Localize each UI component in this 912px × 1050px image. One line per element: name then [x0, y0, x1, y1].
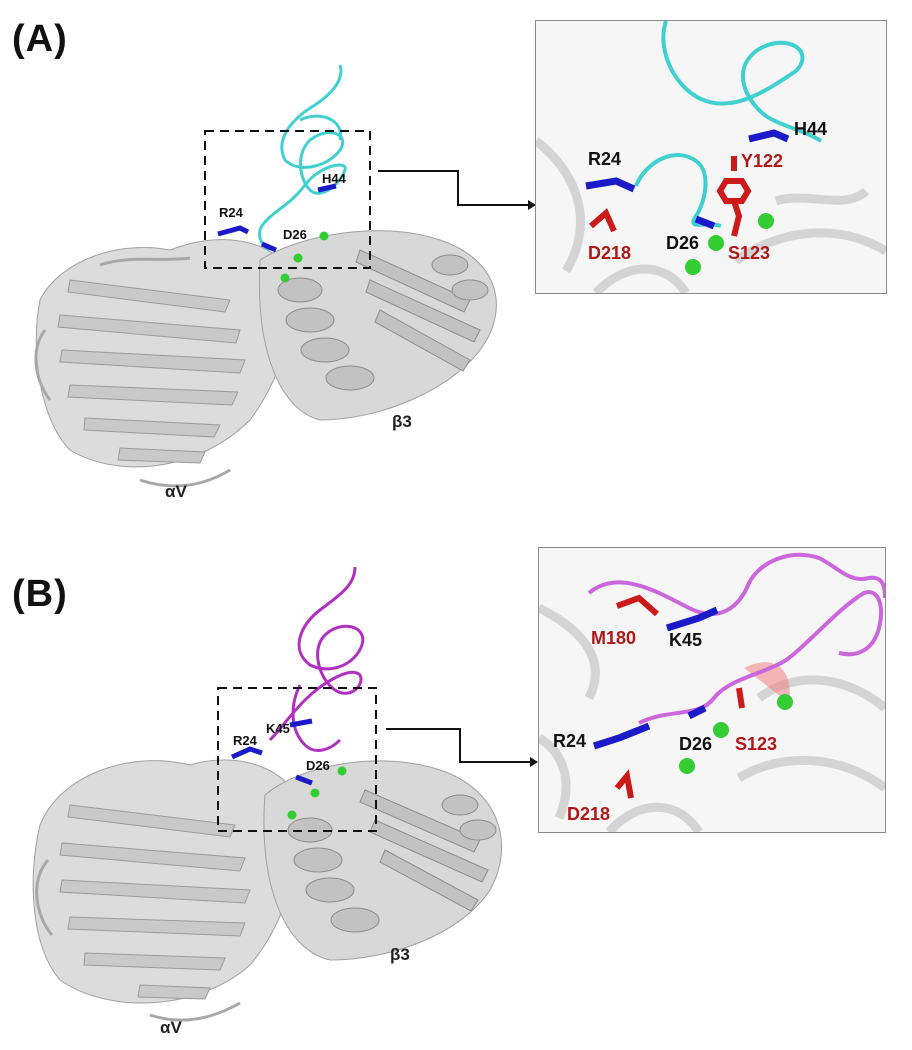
- zoom-region-box: [217, 687, 377, 832]
- metal-ion-2: [293, 253, 303, 263]
- zoom-ligand-ribbon: [634, 21, 823, 228]
- zoom-connector-arrowhead: [530, 757, 538, 767]
- zoom-label-s123: S123: [728, 243, 771, 263]
- zoom-connector-arrowhead: [528, 200, 536, 210]
- zoom-label-d26: D26: [679, 734, 713, 754]
- residue-k45-stick: [289, 718, 313, 728]
- zoom-residue-d26: [694, 215, 716, 230]
- zoom-residue-r24: [592, 722, 651, 750]
- residue-d26-stick: [261, 241, 277, 253]
- zoom-metal-ion-2: [713, 722, 729, 738]
- zoom-label-h44: H44: [794, 119, 828, 139]
- zoom-label-m180: M180: [591, 628, 637, 648]
- beta-3-chain-ribbon: [263, 760, 503, 961]
- zoom-residue-s123: [736, 687, 745, 709]
- zoom-inset-a-figure: [536, 21, 886, 293]
- ligand-ribbon: [258, 64, 347, 252]
- panel-a-letter: (A): [12, 18, 68, 60]
- zoom-label-r24: R24: [588, 149, 622, 169]
- zoom-residue-r24: [585, 177, 636, 193]
- zoom-metal-ion-1: [758, 213, 774, 229]
- metal-ion-3: [287, 810, 297, 820]
- metal-ion-1: [319, 231, 329, 241]
- residue-h44-stick: [317, 183, 337, 193]
- overview-label-r24: R24: [233, 733, 257, 748]
- zoom-label-d218: D218: [588, 243, 632, 263]
- chain-label-beta-3: β3: [392, 412, 412, 431]
- zoom-region-box: [204, 130, 371, 269]
- zoom-ligand-ribbon: [587, 552, 885, 725]
- overview-label-d26: D26: [306, 758, 330, 773]
- zoom-inset-b-figure: [539, 552, 885, 832]
- metal-ion-1: [337, 766, 347, 776]
- zoom-label-d26: D26: [666, 233, 700, 253]
- zoom-label-k45: K45: [669, 630, 703, 650]
- zoom-inset-a: R24 H44 Y122 D218 D26 S123: [535, 20, 887, 294]
- metal-ion-2: [310, 788, 320, 798]
- zoom-connector-line: [386, 728, 530, 763]
- alpha-v-chain-ribbon: [34, 239, 294, 488]
- zoom-metal-ion-1: [777, 694, 793, 710]
- overview-label-k45: K45: [266, 721, 290, 736]
- zoom-residue-h44: [748, 129, 790, 143]
- zoom-connector-line: [378, 170, 528, 206]
- ligand-ribbon: [268, 566, 365, 752]
- overview-label-r24: R24: [219, 205, 243, 220]
- chain-label-beta-3: β3: [390, 945, 410, 964]
- residue-r24-stick: [217, 225, 250, 237]
- panel-b-letter: (B): [12, 573, 68, 615]
- zoom-residue-m180: [615, 594, 659, 617]
- zoom-residue-y122: [716, 156, 752, 237]
- zoom-label-d218: D218: [567, 804, 611, 824]
- panel-a: (A): [12, 18, 887, 501]
- residue-r24-stick: [230, 746, 263, 760]
- zoom-metal-ion-3: [685, 259, 701, 275]
- overview-label-h44: H44: [322, 171, 346, 186]
- beta-3-chain-ribbon: [258, 230, 497, 421]
- zoom-metal-ion-3: [679, 758, 695, 774]
- zoom-residue-d26: [687, 704, 707, 720]
- panel-b-structure-figure: [32, 566, 538, 1022]
- zoom-label-y122: Y122: [741, 151, 784, 171]
- zoom-background-ribbon: [536, 137, 886, 293]
- zoom-inset-b: M180 K45 R24 D26 S123 D218: [538, 547, 886, 833]
- zoom-residue-d218: [614, 769, 634, 799]
- zoom-label-s123: S123: [735, 734, 778, 754]
- zoom-metal-ion-2: [708, 235, 724, 251]
- zoom-residue-d218: [589, 208, 617, 233]
- chain-label-alpha-v: αV: [165, 482, 187, 501]
- metal-ion-3: [280, 273, 290, 283]
- alpha-v-chain-ribbon: [32, 759, 302, 1022]
- residue-d26-stick: [295, 774, 313, 786]
- chain-label-alpha-v: αV: [160, 1018, 182, 1037]
- panel-a-structure-figure: [34, 64, 536, 488]
- overview-label-d26: D26: [283, 227, 307, 242]
- zoom-residue-k45: [665, 606, 719, 632]
- panel-b: (B): [0, 525, 912, 1050]
- zoom-label-r24: R24: [553, 731, 587, 751]
